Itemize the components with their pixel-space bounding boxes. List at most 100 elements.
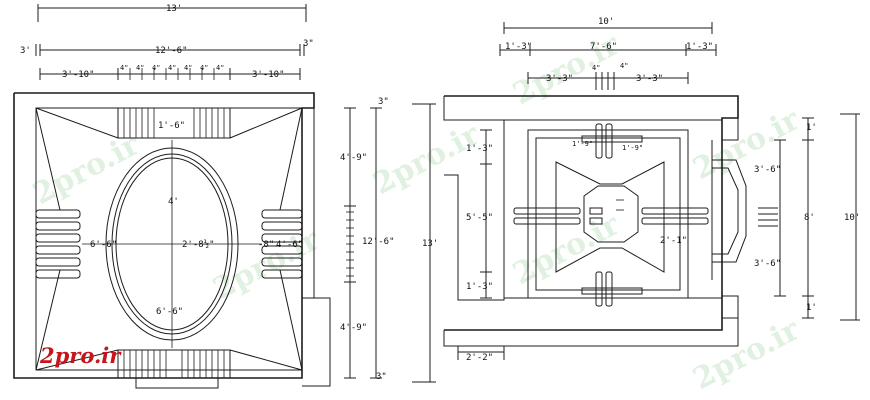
diag-tl-h [35, 107, 119, 139]
left-outer-wall [13, 92, 315, 379]
dim-right-small-top: 3" [378, 97, 389, 107]
dim-r-right-small-top: 1' [806, 123, 817, 133]
dim-r-sub-mid-a: 4" [592, 64, 600, 72]
drawing-stroke [35, 245, 81, 255]
bar-left-2 [513, 217, 581, 225]
right-projection [712, 159, 747, 263]
dim-right-top: 4'-9" [340, 153, 367, 163]
bottom-slats [123, 350, 225, 378]
right-projection-inner [712, 167, 739, 255]
dim-center-left: 6'-6" [90, 240, 117, 250]
dim-right-mid: 12'-6" [362, 237, 395, 247]
drawing-stroke: 4" [120, 64, 128, 72]
bar-top-2 [605, 123, 613, 159]
drawing-stroke [261, 233, 303, 243]
dim-r-left-mid: 5'-5" [466, 213, 493, 223]
drawing-stroke [261, 221, 303, 231]
drawing-stroke [35, 209, 81, 219]
center-hexagon [583, 185, 639, 243]
center-hourglass [555, 161, 665, 273]
dim-r-sub-left: 3'-3" [546, 74, 573, 84]
dim-r-sub-right: 3'-3" [636, 74, 663, 84]
left-wall-step [302, 108, 331, 387]
dim-r-bottom-left: 2'-2" [466, 353, 493, 363]
small-seg-labels: 4" 4" 4" 4" 4" 4" 4" [120, 64, 224, 72]
dim-left-edge: 3' [20, 46, 31, 56]
top-slat-band [117, 107, 231, 139]
dim-inner-top-small: 1'-9" [572, 140, 593, 148]
bar-bottom-2 [605, 271, 613, 307]
right-notch-bottom [722, 295, 739, 319]
dim-center-right: 2'-8½" [182, 239, 215, 250]
bar-left-1 [513, 207, 581, 215]
watermark-text: 2pro.ir [27, 127, 146, 212]
drawing-stroke [261, 209, 303, 219]
bottom-step [135, 377, 219, 389]
dim-side-right-b: 4'-6" [276, 240, 303, 250]
diag-tl-v [35, 107, 61, 211]
bar-bottom-1 [595, 271, 603, 307]
diag-br-v [279, 269, 303, 371]
dim-right-bottom: 4'-9" [340, 323, 367, 333]
dim-r-right-mid: 8' [804, 213, 815, 223]
diag-bl-v [35, 269, 61, 371]
dim-right-overall: 13' [422, 239, 438, 249]
dim-r-seg-right: 1'-3" [686, 42, 713, 52]
drawing-stroke [261, 245, 303, 255]
dim-right-small-bottom: 3" [376, 372, 387, 382]
watermark-text: 2pro.ir [687, 312, 806, 397]
watermark-text: 2pro.ir [207, 222, 326, 307]
drawing-stroke [35, 257, 81, 267]
dim-left-right-edge: 3" [303, 39, 314, 49]
dim-oval-height: 4' [168, 197, 179, 207]
dim-r-right-upper: 3'-6" [754, 165, 781, 175]
dim-oval-lower: 6'-6" [156, 307, 183, 317]
diag-br-h [229, 349, 303, 371]
dim-r-left-upper: 1'-3" [466, 144, 493, 154]
left-side-bars [35, 209, 81, 279]
watermark-text: 2pro.ir [367, 117, 486, 202]
left-plan: 13' 3' 12'-6" 3" 3'-10" 3'-10" 4" 4" 4" … [13, 4, 438, 389]
drawing-stroke [35, 233, 81, 243]
drawing-stroke: 4" [184, 64, 192, 72]
drawing-stroke [261, 257, 303, 267]
dim-center-label: 2'-1" [660, 236, 687, 246]
watermark-layer: 2pro.ir 2pro.ir 2pro.ir 2pro.ir 2pro.ir … [27, 27, 806, 397]
drawing-stroke: 4" [216, 64, 224, 72]
dim-r-right-small-bottom: 1' [806, 303, 817, 313]
dim-left-seg-right: 3'-10" [252, 70, 285, 80]
drawing-stroke [261, 269, 303, 279]
dim-upper-band: 1'-6" [158, 121, 185, 131]
diag-tr-v [279, 107, 303, 211]
drawing-stroke: 4" [152, 64, 160, 72]
watermark-text: 2pro.ir [687, 102, 806, 187]
dim-right-overall-top: 10' [598, 17, 614, 27]
dim-left-mid-top: 12'-6" [155, 46, 188, 56]
dim-left-overall-top: 13' [166, 4, 182, 14]
diag-tr-h [229, 107, 303, 139]
bar-right-1 [641, 207, 709, 215]
dim-side-right-a: -8" [258, 240, 274, 250]
bar-top-cross [581, 135, 643, 143]
diag-bl-h [35, 349, 119, 371]
right-bottom-wall [443, 317, 739, 347]
dim-r-right-overall: 10' [844, 213, 860, 223]
site-logo[interactable]: 2pro.ir [40, 343, 121, 368]
drawing-stroke: 4" [136, 64, 144, 72]
center-block-1 [589, 207, 603, 215]
drawing-stroke: 4" [200, 64, 208, 72]
drawing-stroke [35, 269, 81, 279]
right-notch-top [722, 117, 739, 141]
dim-left-seg-left: 3'-10" [62, 70, 95, 80]
small-ticks [129, 68, 215, 80]
drawing-stroke: 4" [168, 64, 176, 72]
right-chain-ticks [346, 211, 354, 277]
bar-bottom-cross [581, 287, 643, 295]
bar-right-2 [641, 217, 709, 225]
watermark-text: 2pro.ir [507, 207, 626, 292]
bar-top-1 [595, 123, 603, 159]
dim-r-left-lower: 1'-3" [466, 282, 493, 292]
drawing-stroke [35, 221, 81, 231]
